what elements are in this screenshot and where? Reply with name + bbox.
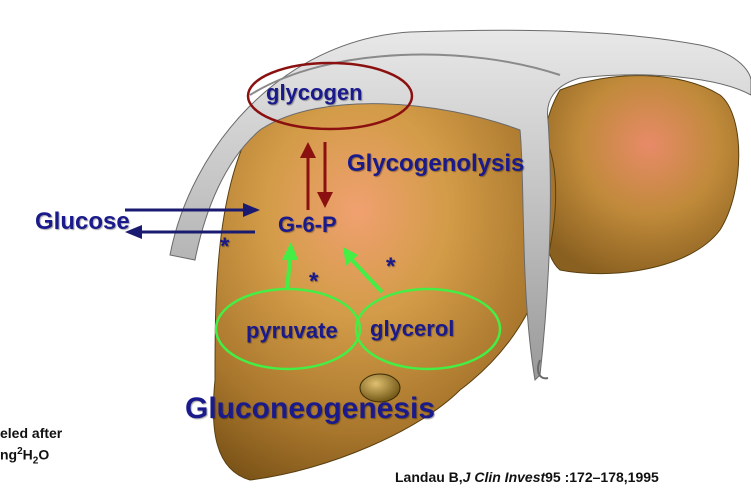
liver-right-lobe	[539, 76, 738, 274]
glycogen-label: glycogen	[266, 80, 363, 106]
star-pyruvate: *	[309, 268, 318, 296]
citation-journal: J Clin Invest	[463, 469, 545, 485]
citation-details: 95 :172–178,1995	[545, 469, 659, 485]
glycerol-label: glycerol	[370, 316, 454, 342]
star-glycerol: *	[386, 253, 395, 281]
note-h: H	[23, 447, 33, 463]
note-line-1: eled after	[0, 425, 62, 441]
citation-authors: Landau B,	[395, 469, 463, 485]
star-glucose: *	[220, 233, 229, 261]
g6p-label: G-6-P	[278, 212, 337, 238]
citation: Landau B,J Clin Invest95 :172–178,1995	[395, 469, 659, 485]
note-o: O	[38, 447, 49, 463]
note-line-2-prefix: ng	[0, 447, 17, 463]
pyruvate-label: pyruvate	[246, 318, 338, 344]
glycogenolysis-label: Glycogenolysis	[347, 150, 524, 178]
glucose-label: Glucose	[35, 208, 130, 236]
note-line-2: ng2H2O	[0, 446, 49, 466]
gluconeogenesis-label: Gluconeogenesis	[185, 392, 435, 426]
